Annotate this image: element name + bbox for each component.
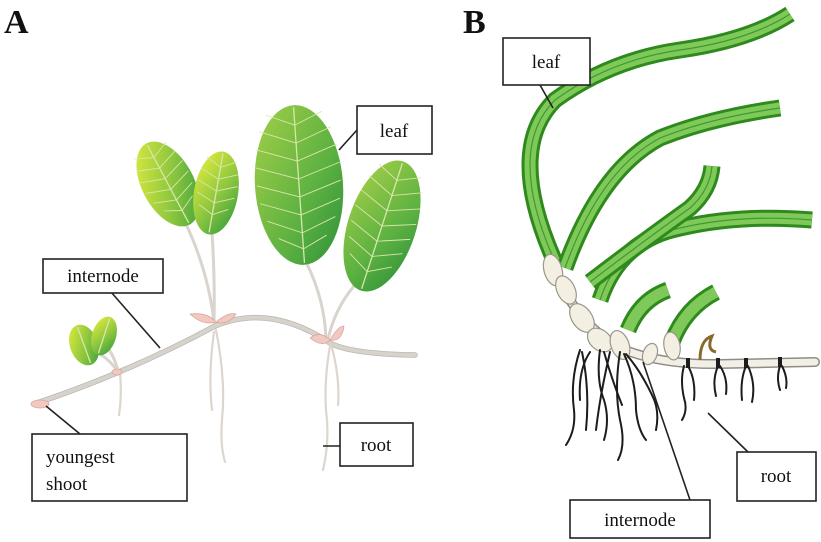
label-a-youngest-shoot-line1: youngest — [46, 447, 115, 468]
leader-a-leaf — [339, 130, 357, 150]
leaf-large-2 — [329, 151, 436, 301]
label-a-leaf-text: leaf — [380, 121, 409, 142]
label-a-internode-text: internode — [67, 266, 139, 287]
label-b-root-text: root — [761, 466, 792, 487]
label-a-internode: internode — [43, 259, 163, 293]
panel-a-letter: A — [4, 4, 29, 41]
panel-b-letter: B — [463, 4, 486, 41]
leader-b-root — [708, 413, 748, 452]
label-b-internode-text: internode — [604, 510, 676, 531]
leaf-medium-2 — [187, 148, 245, 238]
panel-a: A — [4, 4, 435, 501]
leaf-large-1 — [250, 102, 349, 268]
label-b-internode: internode — [570, 500, 710, 538]
label-b-leaf: leaf — [503, 38, 590, 85]
young-shoot-b — [700, 336, 716, 360]
label-a-leaf: leaf — [357, 106, 432, 154]
label-a-youngest-shoot: youngest shoot — [32, 434, 187, 501]
label-a-root: root — [340, 423, 413, 466]
label-a-youngest-shoot-line2: shoot — [46, 474, 88, 495]
label-b-root: root — [737, 452, 816, 501]
leader-a-internode — [111, 292, 160, 348]
leader-a-youngest-shoot — [46, 406, 80, 434]
label-a-root-text: root — [361, 435, 392, 456]
panel-b: B — [463, 4, 816, 538]
label-b-leaf-text: leaf — [532, 52, 561, 73]
bract-a-5 — [112, 369, 122, 375]
